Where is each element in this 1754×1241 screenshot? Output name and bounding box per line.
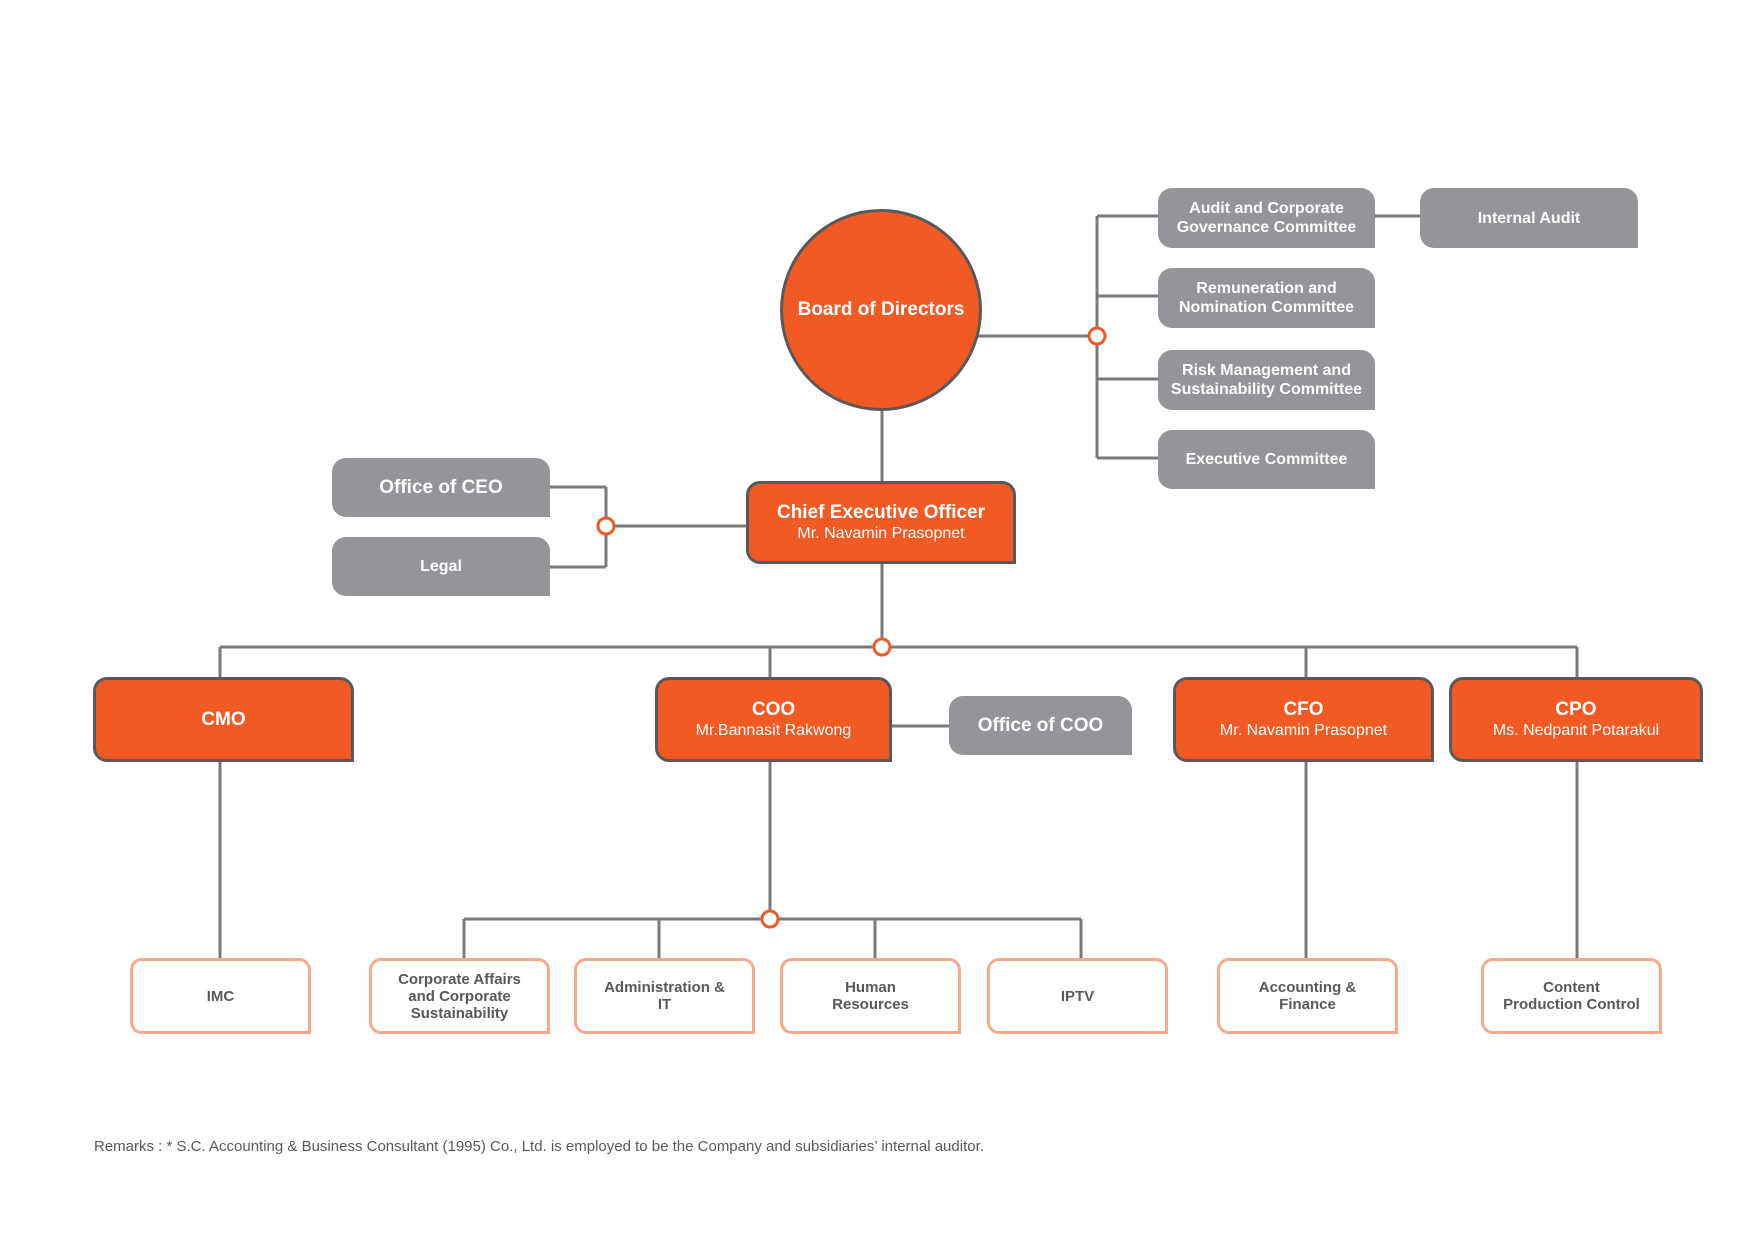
ceo-name: Mr. Navamin Prasopnet <box>797 524 965 542</box>
imc-node: IMC <box>130 958 311 1034</box>
junction-dot-coo-departments <box>760 909 780 929</box>
board-of-directors-node: Board of Directors <box>780 209 982 411</box>
executive-committee-node: Executive Committee <box>1158 430 1375 489</box>
coo-node: COO Mr.Bannasit Rakwong <box>655 677 892 762</box>
junction-dot-committees <box>1087 326 1107 346</box>
risk-committee-node: Risk Management and Sustainability Commi… <box>1158 350 1375 410</box>
internal-audit-node: Internal Audit <box>1420 188 1638 248</box>
office-of-ceo-node: Office of CEO <box>332 458 550 517</box>
cfo-node: CFO Mr. Navamin Prasopnet <box>1173 677 1434 762</box>
junction-dot-executives <box>872 637 892 657</box>
cmo-node: CMO <box>93 677 354 762</box>
human-resources-label: Human Resources <box>832 979 909 1013</box>
office-of-ceo-label: Office of CEO <box>379 477 503 498</box>
corporate-affairs-label: Corporate Affairs and Corporate Sustaina… <box>398 970 521 1022</box>
administration-it-label: Administration & IT <box>604 979 725 1013</box>
remarks-footnote: Remarks : * S.C. Accounting & Business C… <box>94 1138 984 1155</box>
coo-name: Mr.Bannasit Rakwong <box>695 721 852 739</box>
cpo-title: CPO <box>1555 698 1597 720</box>
coo-title: COO <box>751 698 796 720</box>
imc-label: IMC <box>206 987 235 1005</box>
ceo-title: Chief Executive Officer <box>776 501 986 523</box>
risk-committee-label: Risk Management and Sustainability Commi… <box>1170 362 1363 398</box>
accounting-finance-label: Accounting & Finance <box>1258 979 1357 1013</box>
board-label: Board of Directors <box>797 299 965 320</box>
cfo-title: CFO <box>1283 698 1324 720</box>
office-of-coo-label: Office of COO <box>977 715 1104 736</box>
office-of-coo-node: Office of COO <box>949 696 1132 755</box>
junction-dot-ceo-staff <box>596 516 616 536</box>
accounting-finance-node: Accounting & Finance <box>1217 958 1398 1034</box>
executive-committee-label: Executive Committee <box>1185 451 1348 468</box>
remuneration-committee-node: Remuneration and Nomination Committee <box>1158 268 1375 328</box>
cpo-node: CPO Ms. Nedpanit Potarakul <box>1449 677 1703 762</box>
iptv-label: IPTV <box>1060 987 1095 1005</box>
administration-it-node: Administration & IT <box>574 958 755 1034</box>
content-production-control-label: Content Production Control <box>1503 979 1640 1013</box>
corporate-affairs-node: Corporate Affairs and Corporate Sustaina… <box>369 958 550 1034</box>
cpo-name: Ms. Nedpanit Potarakul <box>1492 721 1660 739</box>
legal-node: Legal <box>332 537 550 596</box>
audit-committee-label: Audit and Corporate Governance Committee <box>1176 200 1357 236</box>
human-resources-node: Human Resources <box>780 958 961 1034</box>
iptv-node: IPTV <box>987 958 1168 1034</box>
legal-label: Legal <box>420 558 462 575</box>
ceo-node: Chief Executive Officer Mr. Navamin Pras… <box>746 481 1016 564</box>
cmo-title: CMO <box>201 708 246 730</box>
audit-committee-node: Audit and Corporate Governance Committee <box>1158 188 1375 248</box>
content-production-control-node: Content Production Control <box>1481 958 1662 1034</box>
cfo-name: Mr. Navamin Prasopnet <box>1219 721 1388 739</box>
remuneration-committee-label: Remuneration and Nomination Committee <box>1178 280 1355 316</box>
internal-audit-label: Internal Audit <box>1477 209 1581 227</box>
